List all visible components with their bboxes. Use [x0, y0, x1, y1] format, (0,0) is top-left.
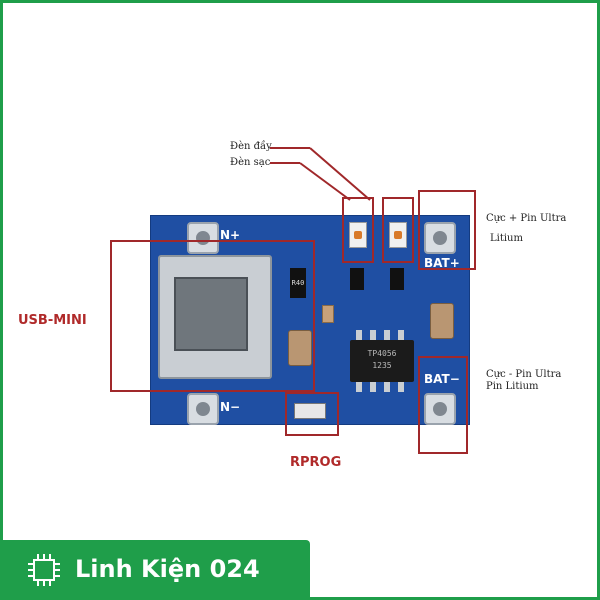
- usb-mini-connector: [158, 255, 272, 379]
- chip-marking-1: TP4056: [367, 349, 397, 358]
- leader-den-day-2: [309, 147, 371, 201]
- chip-pin: [370, 330, 376, 340]
- led-charging-highlight-box: [382, 197, 414, 263]
- label-cuc-minus-2: Pin Litium: [486, 381, 539, 392]
- pad-n-minus: [187, 393, 219, 425]
- pad-bat-minus: [424, 393, 456, 425]
- resistor-led-2: [390, 268, 404, 290]
- led-full: [349, 222, 367, 248]
- silk-bat-plus: BAT+: [424, 256, 460, 270]
- capacitor-left: [288, 330, 312, 366]
- usb-slot: [174, 277, 248, 351]
- bat-minus-highlight-box: [418, 356, 468, 454]
- label-usb-mini: USB-MINI: [18, 313, 87, 328]
- chip-pin: [398, 382, 404, 392]
- chip-pin: [384, 382, 390, 392]
- silk-n-plus: N+: [220, 228, 241, 242]
- silk-bat-minus: BAT−: [424, 372, 460, 386]
- capacitor-right: [430, 303, 454, 339]
- rprog-highlight-box: [285, 392, 339, 436]
- label-cuc-plus-2: Litium: [490, 233, 523, 244]
- footer-brand-bar: [0, 540, 310, 600]
- resistor-r40: R40: [290, 268, 306, 298]
- label-den-sac: Đèn sạc: [230, 157, 271, 168]
- chip-pin: [370, 382, 376, 392]
- chip-pin: [398, 330, 404, 340]
- chip-marking-2: 1235: [372, 361, 392, 370]
- label-cuc-minus-1: Cực - Pin Ultra: [486, 369, 562, 380]
- smd-small-1: [322, 305, 334, 323]
- chip-pin: [384, 330, 390, 340]
- chip-pin: [356, 382, 362, 392]
- tp4056-chip: TP4056 1235: [350, 340, 414, 382]
- pad-bat-plus: [424, 222, 456, 254]
- leader-den-sac-2: [299, 162, 351, 201]
- led-full-highlight-box: [342, 197, 374, 263]
- resistor-led-1: [350, 268, 364, 290]
- label-cuc-plus-1: Cực + Pin Ultra: [486, 213, 567, 224]
- brand-name: Linh Kiện 024: [75, 555, 260, 583]
- label-rprog: RPROG: [290, 455, 342, 470]
- usb-highlight-box: [110, 240, 315, 392]
- chip-pin: [356, 330, 362, 340]
- silk-n-minus: N−: [220, 400, 241, 414]
- chip-logo-icon: [28, 554, 60, 586]
- rprog-resistor: [294, 403, 326, 419]
- bat-plus-highlight-box: [418, 190, 476, 270]
- led-charging: [389, 222, 407, 248]
- label-den-day: Đèn đầy: [230, 141, 272, 152]
